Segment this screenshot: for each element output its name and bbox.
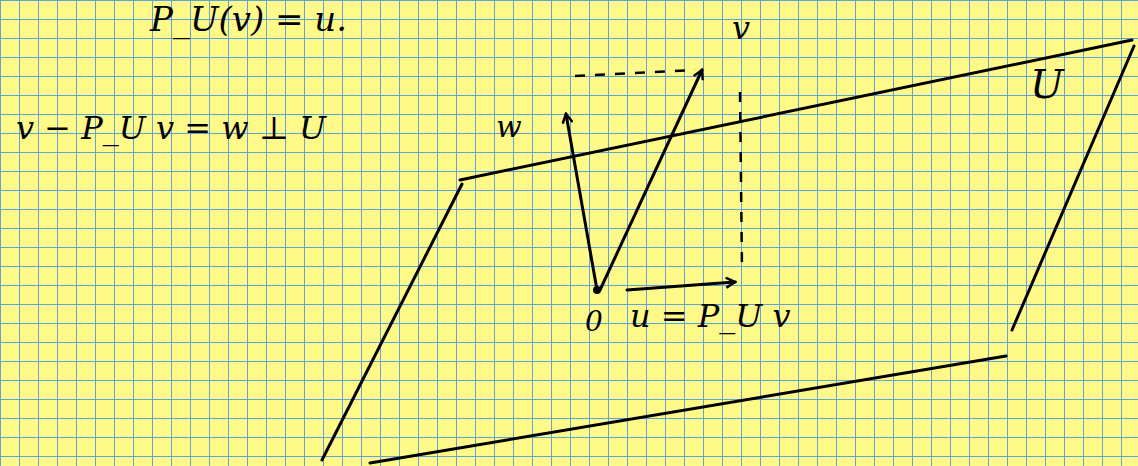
dashed-line	[740, 92, 742, 270]
formula: v − P_U v = w ⊥ U	[16, 112, 326, 144]
formula: P_U(v) = u.	[150, 2, 347, 36]
plane-edge	[1012, 46, 1134, 330]
plane-edge	[460, 40, 1132, 180]
dashed-line	[575, 70, 695, 76]
vector-u	[627, 282, 735, 290]
vector-v	[600, 70, 702, 290]
vector-name: v	[732, 12, 750, 44]
plane-edge	[322, 184, 462, 460]
origin-dot	[593, 286, 601, 294]
vector-w	[566, 114, 597, 290]
origin-label: 0	[585, 308, 603, 336]
subspace-name: U	[1030, 64, 1064, 104]
plane-edge	[370, 356, 1006, 463]
vector-name: w	[496, 112, 522, 142]
formula: u = P_U v	[630, 300, 791, 332]
